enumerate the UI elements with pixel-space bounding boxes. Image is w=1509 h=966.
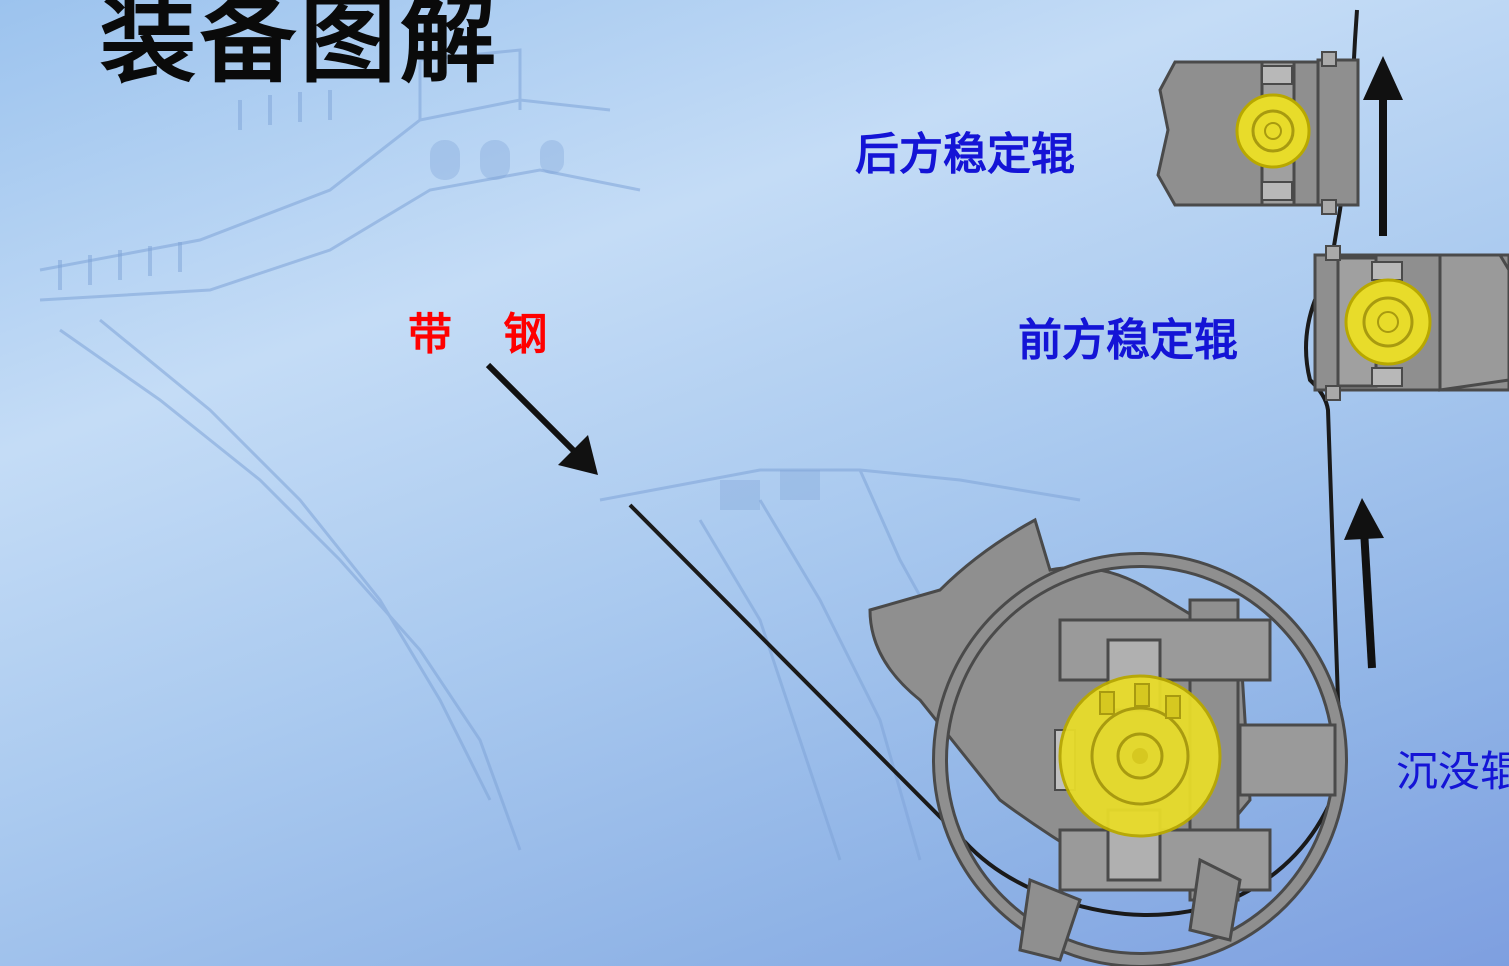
sink-roll-assembly — [868, 517, 1348, 966]
front-stabilizer-roll — [1344, 278, 1432, 366]
sink-roll-label: 沉没辊 — [1396, 747, 1509, 796]
arrow-up-icon — [1363, 56, 1403, 236]
strip-steel-label: 带 钢 — [408, 309, 566, 360]
rear-stabilizer-assembly — [1156, 51, 1360, 215]
rear-stabilizer-roll-label: 后方稳定辊 — [855, 129, 1075, 180]
arrow-down-right-icon — [485, 362, 598, 475]
arrow-up-icon — [1344, 498, 1384, 669]
front-stabilizer-assembly — [1313, 245, 1509, 401]
slide-title: 装备图解 — [100, 0, 500, 96]
front-stabilizer-roll-label: 前方稳定辊 — [1018, 315, 1238, 366]
rear-stabilizer-roll — [1235, 93, 1311, 169]
